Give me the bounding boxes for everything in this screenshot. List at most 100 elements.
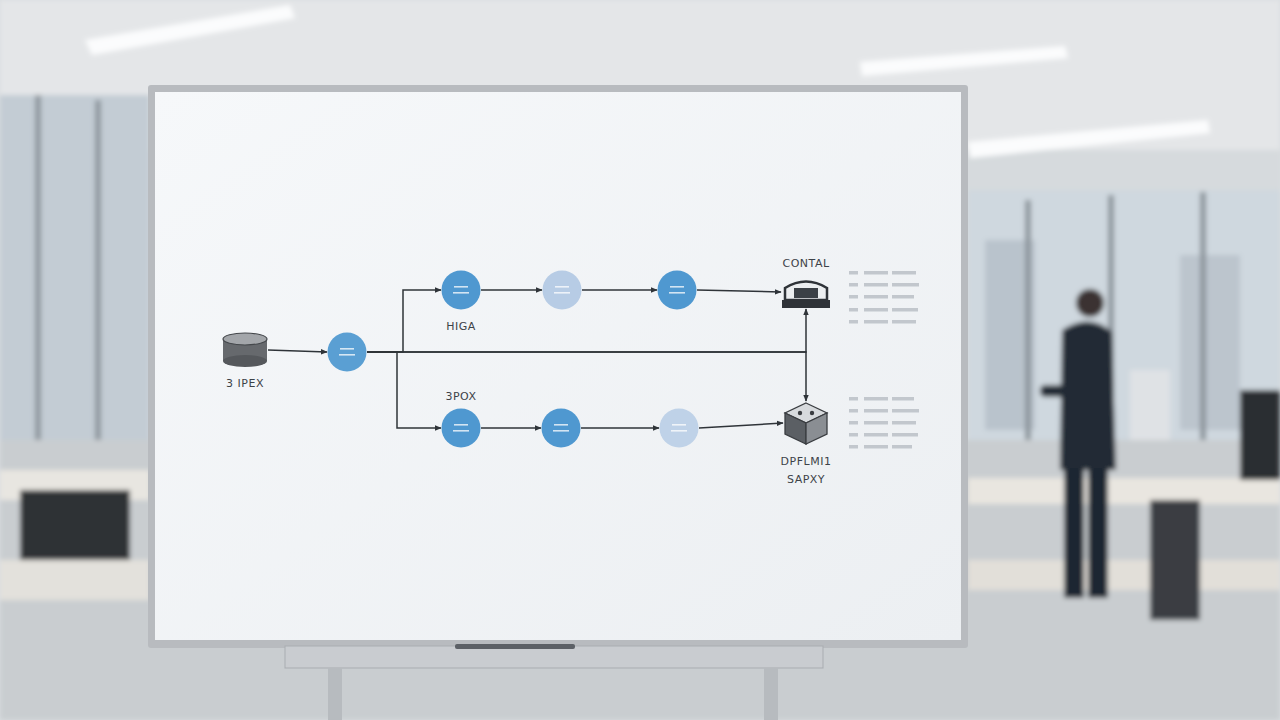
person-leg bbox=[1064, 468, 1084, 598]
text-stroke bbox=[864, 271, 888, 275]
device-icon: CONTAL bbox=[781, 275, 831, 309]
circle-shape bbox=[442, 409, 481, 448]
circle-outline bbox=[541, 408, 581, 448]
circle-outline bbox=[542, 270, 582, 310]
text-stroke bbox=[453, 292, 469, 294]
circle-shape bbox=[328, 333, 367, 372]
window bbox=[0, 95, 150, 440]
person-body bbox=[1060, 321, 1116, 470]
cube-left bbox=[785, 413, 806, 444]
marker bbox=[455, 644, 575, 649]
board-stand bbox=[285, 646, 823, 668]
flow-arrow bbox=[481, 289, 542, 291]
text-stroke bbox=[849, 433, 858, 437]
chair bbox=[20, 490, 130, 560]
flow-arrow bbox=[367, 352, 441, 428]
cube-right bbox=[806, 413, 827, 444]
cube-icon: DPFLMI1SAPXY bbox=[783, 401, 829, 445]
node-label: DPFLMI1 bbox=[781, 455, 832, 468]
text-stroke bbox=[892, 421, 916, 425]
text-stroke bbox=[454, 424, 468, 426]
text-stroke bbox=[672, 424, 686, 426]
database-cylinder: 3 IPEX bbox=[222, 333, 268, 367]
text-stroke bbox=[864, 295, 888, 299]
text-stroke bbox=[849, 320, 858, 324]
cube-outline bbox=[783, 401, 829, 445]
window bbox=[968, 190, 1280, 440]
board-frame bbox=[148, 85, 968, 648]
text-stroke bbox=[864, 433, 888, 437]
flow-arrow bbox=[481, 427, 541, 429]
window-mullion bbox=[1200, 192, 1206, 440]
text-stroke bbox=[849, 283, 858, 287]
cylinder-bottom bbox=[223, 355, 267, 367]
ceiling-light bbox=[860, 46, 1068, 76]
process-circle: 3POX bbox=[441, 408, 481, 448]
text-stroke bbox=[555, 286, 569, 288]
text-stroke bbox=[864, 308, 888, 312]
text-stroke bbox=[892, 320, 916, 324]
circle-shape bbox=[658, 271, 697, 310]
person-leg bbox=[1088, 468, 1108, 598]
text-stroke bbox=[892, 397, 914, 401]
circle-outline bbox=[441, 408, 481, 448]
process-circle bbox=[657, 270, 697, 310]
text-stroke bbox=[892, 295, 914, 299]
node-label: CONTAL bbox=[782, 257, 829, 270]
circle-outline bbox=[659, 408, 699, 448]
cylinder-outline bbox=[222, 333, 268, 367]
text-stroke bbox=[864, 397, 888, 401]
text-stroke bbox=[892, 445, 912, 449]
process-circle bbox=[327, 332, 367, 372]
node-label: SAPXY bbox=[787, 473, 825, 486]
ceiling-light bbox=[85, 5, 295, 55]
window-mullion bbox=[95, 100, 101, 440]
device-outline bbox=[781, 275, 831, 309]
process-circle bbox=[541, 408, 581, 448]
flow-arrow bbox=[367, 352, 806, 401]
text-stroke bbox=[892, 308, 918, 312]
window-mullion bbox=[1025, 200, 1031, 440]
text-stroke bbox=[849, 397, 858, 401]
flow-arrow bbox=[367, 290, 441, 352]
text-stroke bbox=[554, 424, 568, 426]
text-stroke bbox=[340, 348, 354, 350]
text-stroke bbox=[849, 308, 858, 312]
chair bbox=[1240, 390, 1280, 480]
text-stroke bbox=[453, 430, 469, 432]
node-label: 3POX bbox=[445, 390, 476, 403]
text-stroke bbox=[339, 354, 355, 356]
circle-outline bbox=[327, 332, 367, 372]
device-panel bbox=[794, 288, 818, 298]
text-stroke bbox=[670, 286, 684, 288]
building bbox=[1180, 255, 1240, 430]
monitor bbox=[1130, 370, 1170, 440]
text-stroke bbox=[553, 430, 569, 432]
text-stroke bbox=[892, 283, 919, 287]
circle-shape bbox=[442, 271, 481, 310]
circle-shape bbox=[542, 409, 581, 448]
desk bbox=[0, 560, 150, 600]
stand-leg bbox=[328, 668, 342, 720]
device-base bbox=[782, 300, 830, 308]
cube-dot bbox=[798, 411, 802, 415]
text-stroke bbox=[849, 445, 858, 449]
whiteboard bbox=[148, 85, 968, 720]
node-label: 3 IPEX bbox=[226, 377, 264, 390]
text-stroke bbox=[892, 271, 916, 275]
person-arm bbox=[1040, 385, 1068, 397]
flow-arrow bbox=[697, 290, 781, 292]
cube-dot bbox=[810, 411, 814, 415]
text-stroke bbox=[671, 430, 687, 432]
text-stroke bbox=[864, 409, 888, 413]
desk bbox=[968, 560, 1280, 590]
text-stroke bbox=[864, 445, 888, 449]
process-circle: HIGA bbox=[441, 270, 481, 310]
person-head bbox=[1076, 289, 1104, 317]
text-stroke bbox=[849, 295, 858, 299]
text-stroke bbox=[849, 421, 858, 425]
desk bbox=[968, 478, 1280, 504]
